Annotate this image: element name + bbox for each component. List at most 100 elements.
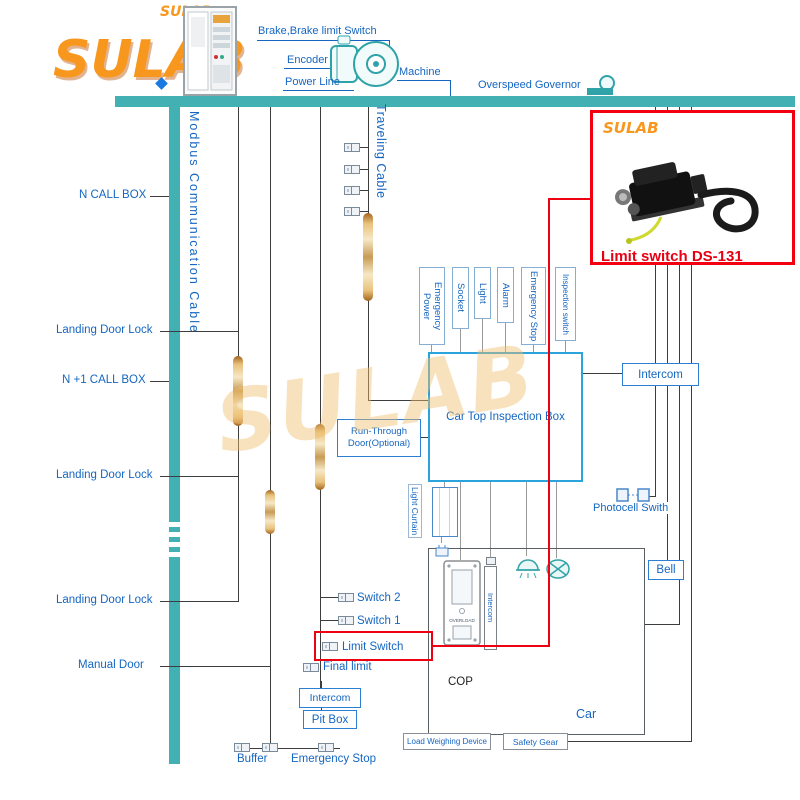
wire — [283, 90, 354, 91]
photocell-icon — [616, 488, 650, 502]
label-overload: OVERLOAD — [449, 618, 475, 623]
callout-caption: Limit switch DS-131 — [601, 248, 743, 265]
light-curtain-plug-icon — [435, 545, 449, 557]
wire — [460, 482, 461, 560]
wire — [237, 748, 340, 749]
machine-icon — [330, 35, 399, 87]
cop-panel-icon: OVERLOAD — [443, 560, 481, 646]
wire — [320, 107, 321, 688]
label-switch-1: Switch 1 — [357, 615, 401, 627]
wire — [257, 40, 389, 41]
intercom-box: Intercom — [622, 363, 699, 386]
wire — [441, 537, 442, 543]
label-n-call-box: N CALL BOX — [79, 189, 147, 201]
connector-plug-icon — [344, 186, 360, 195]
connector-plug-icon — [344, 165, 360, 174]
wire — [655, 107, 656, 497]
wire — [460, 329, 461, 352]
car-top-inspection-box: Car Top Inspection Box — [428, 352, 583, 482]
wire — [360, 169, 368, 170]
label-light-curtain: Light Curtain — [408, 484, 422, 539]
wire — [238, 107, 239, 602]
wire — [360, 211, 368, 212]
control-cabinet-icon — [183, 6, 237, 96]
connector-plug-icon — [344, 207, 360, 216]
connector-plug-icon — [234, 743, 250, 752]
callout-wire — [432, 645, 550, 647]
wire — [270, 107, 271, 748]
label-photocell-switch: Photocell Swith — [591, 502, 671, 514]
pit-box: Pit Box — [303, 710, 357, 729]
label-landing-door-lock: Landing Door Lock — [56, 594, 153, 606]
wire — [150, 196, 169, 197]
wire — [360, 190, 368, 191]
label-power-line: Power Line — [285, 76, 341, 88]
wire — [160, 331, 238, 332]
wire — [568, 741, 691, 742]
label-landing-door-lock: Landing Door Lock — [56, 469, 153, 481]
car-light-icon — [516, 559, 540, 579]
port-alarm: Alarm — [497, 267, 514, 323]
port-socket: Socket — [452, 267, 469, 329]
callout-wire — [548, 198, 550, 647]
callout-brand-logo: SULAB — [603, 119, 659, 137]
wire — [431, 345, 432, 352]
wire — [648, 496, 656, 497]
cable-splice-icon — [265, 490, 275, 534]
wire — [490, 482, 491, 557]
cable-splice-icon — [315, 424, 325, 490]
wire — [284, 68, 354, 69]
wire — [526, 482, 527, 556]
safety-gear-box: Safety Gear — [503, 733, 568, 750]
label-final-limit: Final limit — [323, 661, 372, 673]
wire — [645, 624, 679, 625]
connector-plug-icon — [262, 743, 278, 752]
label-landing-door-lock: Landing Door Lock — [56, 324, 153, 336]
port-inspection-switch: Inspection switch — [555, 267, 576, 341]
connector-plug-icon — [338, 616, 354, 625]
wire — [368, 400, 429, 401]
pit-intercom-box: Intercom — [299, 688, 361, 708]
wire — [565, 341, 566, 352]
label-limit-switch: Limit Switch — [342, 641, 404, 653]
limit-switch-highlight — [314, 631, 433, 661]
bell-box: Bell — [648, 560, 684, 580]
cable-splice-icon — [233, 356, 243, 426]
label-emergency-stop: Emergency Stop — [291, 753, 377, 765]
wire — [321, 597, 338, 598]
wire — [691, 107, 692, 742]
machine-room-floor-duct — [115, 96, 795, 107]
wire — [505, 323, 506, 352]
label-overspeed-governor: Overspeed Governor — [478, 79, 581, 91]
label-car: Car — [576, 707, 597, 721]
wire — [160, 476, 238, 477]
wire — [421, 437, 428, 438]
connector-plug-icon — [322, 642, 338, 651]
label-brake: Brake,Brake limit Switch — [258, 25, 377, 37]
hoistway-duct-lower — [169, 559, 180, 764]
limit-switch-detail-callout: SULAB Limit switch DS-131 — [590, 110, 795, 265]
wire — [389, 40, 390, 50]
callout-wire — [548, 198, 590, 200]
light-curtain-icon — [432, 487, 458, 537]
load-weighing-device-box: Load Weighing Device — [403, 733, 491, 750]
car-intercom-strip: Intercom — [484, 566, 497, 650]
label-buffer: Buffer — [237, 753, 268, 765]
label-machine: Machine — [399, 66, 441, 78]
label-traveling-cable: Traveling Cable — [374, 104, 388, 199]
connector-plug-icon — [344, 143, 360, 152]
connector-plug-icon — [486, 557, 496, 565]
cable-splice-icon — [363, 213, 373, 301]
wire — [450, 81, 451, 96]
port-emergency-stop: Emergency Stop — [521, 267, 546, 345]
limit-switch-photo — [615, 162, 759, 244]
label-modbus-cable: Modbus Communication Cable — [187, 111, 201, 334]
wire — [556, 482, 557, 558]
label-encoder: Encoder — [287, 54, 328, 66]
wire — [583, 373, 622, 374]
overspeed-governor-icon — [587, 75, 615, 95]
wire — [482, 319, 483, 352]
hoistway-duct-break — [169, 517, 180, 559]
label-n1-call-box: N +1 CALL BOX — [62, 374, 146, 386]
